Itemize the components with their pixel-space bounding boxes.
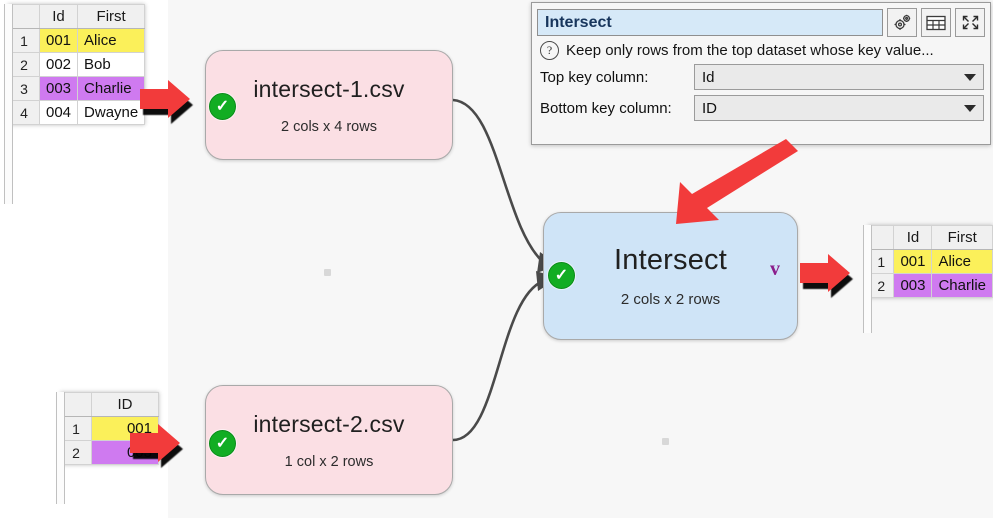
gears-glyph xyxy=(894,14,910,30)
input-bottom-table[interactable]: ID 1 001 2 003 xyxy=(60,392,159,465)
table-header-row: Id First xyxy=(867,225,993,250)
cell-id[interactable]: 003 xyxy=(38,76,79,101)
cell-id[interactable]: 004 xyxy=(38,100,79,125)
column-header-first[interactable]: First xyxy=(77,4,146,29)
cell-id[interactable]: 001 xyxy=(38,28,79,53)
table-row[interactable]: 4 004 Dwayne xyxy=(8,100,146,125)
row-number: 2 xyxy=(8,52,40,77)
row-number: 1 xyxy=(8,28,40,53)
settings-gears-icon[interactable] xyxy=(887,8,917,37)
output-table-wrap: Id First 1 001 Alice 2 003 Charlie xyxy=(863,225,993,333)
bottom-key-column-select[interactable]: ID xyxy=(694,95,984,121)
cell-id[interactable]: 001 xyxy=(893,249,933,274)
input-bottom-table-wrap: ID 1 001 2 003 xyxy=(56,392,159,504)
node-status-ok-icon: ✓ xyxy=(548,262,575,289)
row-number: 3 xyxy=(8,76,40,101)
node-intersect-2-csv[interactable]: intersect-2.csv 1 col x 2 rows xyxy=(205,385,453,495)
cell-first[interactable]: Alice xyxy=(77,28,146,53)
table-row[interactable]: 2 003 Charlie xyxy=(867,273,993,298)
top-key-column-row: Top key column: Id xyxy=(532,62,990,90)
cell-first[interactable]: Charlie xyxy=(931,273,993,298)
node-subtitle: 1 col x 2 rows xyxy=(284,453,374,470)
cell-id[interactable]: 001 xyxy=(91,416,159,441)
item-properties-panel[interactable]: Intersect xyxy=(531,2,991,145)
node-subtitle: 2 cols x 4 rows xyxy=(281,118,377,135)
top-key-column-select[interactable]: Id xyxy=(694,64,984,90)
item-name-input[interactable]: Intersect xyxy=(537,9,883,36)
cell-id[interactable]: 003 xyxy=(893,273,933,298)
row-number-header xyxy=(60,392,92,417)
table-row[interactable]: 1 001 xyxy=(60,416,159,441)
operation-description: Keep only rows from the top dataset whos… xyxy=(566,42,934,59)
table-scroll-gutter[interactable] xyxy=(4,4,13,204)
table-row[interactable]: 1 001 Alice xyxy=(867,249,993,274)
table-view-icon[interactable] xyxy=(921,8,951,37)
node-title: intersect-1.csv xyxy=(253,75,405,102)
table-row[interactable]: 1 001 Alice xyxy=(8,28,146,53)
help-question-icon[interactable]: ? xyxy=(540,41,559,60)
node-title: Intersect xyxy=(613,244,727,276)
bottom-key-column-row: Bottom key column: ID xyxy=(532,90,990,121)
table-scroll-gutter[interactable] xyxy=(863,225,872,333)
row-number-header xyxy=(8,4,40,29)
name-row: Intersect xyxy=(532,3,990,37)
node-subtitle: 2 cols x 2 rows xyxy=(620,291,721,308)
cell-first[interactable]: Dwayne xyxy=(77,100,146,125)
input-top-table-wrap: Id First 1 001 Alice 2 002 Bob 3 003 Cha… xyxy=(4,4,146,204)
cell-id[interactable]: 003 xyxy=(91,440,159,465)
canvas-grid-dot xyxy=(324,269,331,276)
table-header-row: ID xyxy=(60,392,159,417)
node-intersect-operation[interactable]: Intersect 2 cols x 2 rows xyxy=(543,212,798,340)
table-row[interactable]: 2 003 xyxy=(60,440,159,465)
column-header-id[interactable]: Id xyxy=(893,225,933,250)
cell-first[interactable]: Charlie xyxy=(77,76,146,101)
column-header-first[interactable]: First xyxy=(931,225,993,250)
column-header-id[interactable]: Id xyxy=(38,4,79,29)
bottom-key-column-value: ID xyxy=(702,99,717,117)
table-row[interactable]: 2 002 Bob xyxy=(8,52,146,77)
row-number-header xyxy=(867,225,895,250)
cell-first[interactable]: Bob xyxy=(77,52,146,77)
cell-first[interactable]: Alice xyxy=(931,249,993,274)
output-table[interactable]: Id First 1 001 Alice 2 003 Charlie xyxy=(867,225,993,298)
expand-arrows-glyph xyxy=(962,15,978,30)
input-top-table[interactable]: Id First 1 001 Alice 2 002 Bob 3 003 Cha… xyxy=(8,4,146,125)
top-key-column-value: Id xyxy=(702,68,715,86)
column-header-id[interactable]: ID xyxy=(91,392,159,417)
node-intersect-1-csv[interactable]: intersect-1.csv 2 cols x 4 rows xyxy=(205,50,453,160)
chevron-down-icon xyxy=(964,73,976,81)
row-number: 4 xyxy=(8,100,40,125)
cell-id[interactable]: 002 xyxy=(38,52,79,77)
table-grid-glyph xyxy=(926,15,946,30)
node-status-ok-icon: ✓ xyxy=(209,430,236,457)
chevron-down-icon xyxy=(964,104,976,112)
table-header-row: Id First xyxy=(8,4,146,29)
node-variant-badge: v xyxy=(770,258,780,280)
row-number: 1 xyxy=(60,416,92,441)
table-scroll-gutter[interactable] xyxy=(56,392,65,504)
row-number: 2 xyxy=(60,440,92,465)
canvas-grid-dot xyxy=(662,438,669,445)
expand-icon[interactable] xyxy=(955,8,985,37)
bottom-key-column-label: Bottom key column: xyxy=(540,99,672,117)
node-status-ok-icon: ✓ xyxy=(209,93,236,120)
description-row: ? Keep only rows from the top dataset wh… xyxy=(532,37,990,62)
top-key-column-label: Top key column: xyxy=(540,68,649,86)
row-number: 2 xyxy=(867,273,895,298)
row-number: 1 xyxy=(867,249,895,274)
table-row[interactable]: 3 003 Charlie xyxy=(8,76,146,101)
node-title: intersect-2.csv xyxy=(253,410,405,437)
